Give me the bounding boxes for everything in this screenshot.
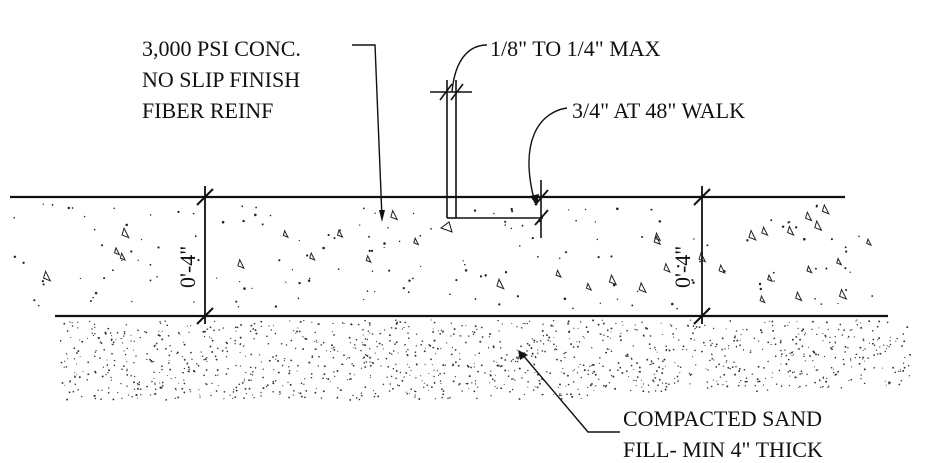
joint-offset-leader-arrow bbox=[530, 194, 539, 206]
concrete-leader bbox=[352, 44, 383, 219]
subbase-spec-line2: FILL- MIN 4" THICK bbox=[623, 437, 823, 462]
joint-width-leader bbox=[451, 44, 488, 93]
sand-leader bbox=[521, 353, 620, 433]
sand-fill-stipple bbox=[59, 319, 911, 401]
joint-offset-leader bbox=[528, 107, 568, 204]
concrete-spec-line1: 3,000 PSI CONC. bbox=[142, 36, 301, 61]
subbase-spec-line1: COMPACTED SAND bbox=[623, 406, 822, 431]
concrete-spec-line2: NO SLIP FINISH bbox=[142, 67, 300, 92]
left-thickness-label: 0'-4" bbox=[175, 246, 200, 288]
concrete-leader-arrow bbox=[379, 210, 385, 222]
joint-width-label: 1/8" TO 1/4" MAX bbox=[490, 36, 661, 61]
joint-offset-label: 3/4" AT 48" WALK bbox=[572, 98, 745, 123]
left-thickness-dimension bbox=[196, 186, 214, 325]
concrete-aggregate-hatch bbox=[13, 203, 874, 310]
concrete-spec-line3: FIBER REINF bbox=[142, 98, 273, 123]
sand-leader-arrow bbox=[518, 350, 528, 360]
joint-offset-dimension bbox=[456, 180, 549, 238]
right-thickness-dimension bbox=[693, 186, 711, 325]
right-thickness-label: 0'-4" bbox=[670, 246, 695, 288]
control-joint bbox=[430, 80, 472, 233]
